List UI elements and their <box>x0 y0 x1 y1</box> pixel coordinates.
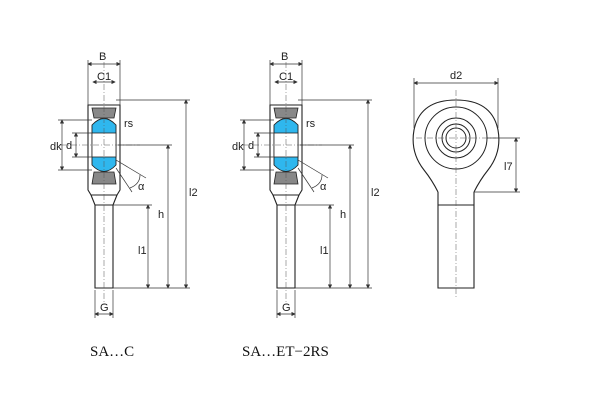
label-dk: dk <box>232 141 244 153</box>
label-l1: l1 <box>138 245 147 257</box>
label-l7: l7 <box>504 161 513 173</box>
label-C1: C1 <box>97 71 111 83</box>
alpha-ray-2 <box>115 167 133 193</box>
label-d2: d2 <box>450 70 462 82</box>
label-rs: rs <box>306 118 316 130</box>
housing-ring-top <box>91 107 117 119</box>
label-dk: dk <box>50 141 62 153</box>
alpha-arc <box>311 174 323 189</box>
label-B: B <box>99 51 106 63</box>
label-rs: rs <box>124 118 134 130</box>
label-alpha: α <box>320 181 327 193</box>
label-alpha: α <box>138 181 145 193</box>
alpha-ray-2 <box>297 167 315 193</box>
label-B: B <box>281 51 288 63</box>
alpha-ray-1 <box>297 159 329 179</box>
housing-ring-top <box>273 107 299 119</box>
view-sa-c: B C1 rs dk d α l2 h l1 G <box>50 51 198 360</box>
view-sa-et-2rs: B C1 rs dk d α l2 h l1 G SA…ET−2RS <box>232 51 380 360</box>
label-G: G <box>100 302 109 314</box>
label-l1: l1 <box>320 245 329 257</box>
caption-sa-c: SA…C <box>90 344 134 360</box>
label-C1: C1 <box>279 71 293 83</box>
alpha-arc <box>129 174 141 189</box>
view-side: d2 l7 <box>412 70 520 298</box>
label-d: d <box>248 140 254 152</box>
label-l2: l2 <box>371 187 380 199</box>
caption-sa-et-2rs: SA…ET−2RS <box>242 344 329 360</box>
alpha-ray-1 <box>115 159 147 179</box>
side-shank <box>437 192 475 289</box>
label-l2: l2 <box>189 187 198 199</box>
label-d: d <box>66 140 72 152</box>
label-h: h <box>158 209 164 221</box>
rod-end-eye <box>412 99 500 193</box>
label-G: G <box>282 302 291 314</box>
label-h: h <box>340 209 346 221</box>
